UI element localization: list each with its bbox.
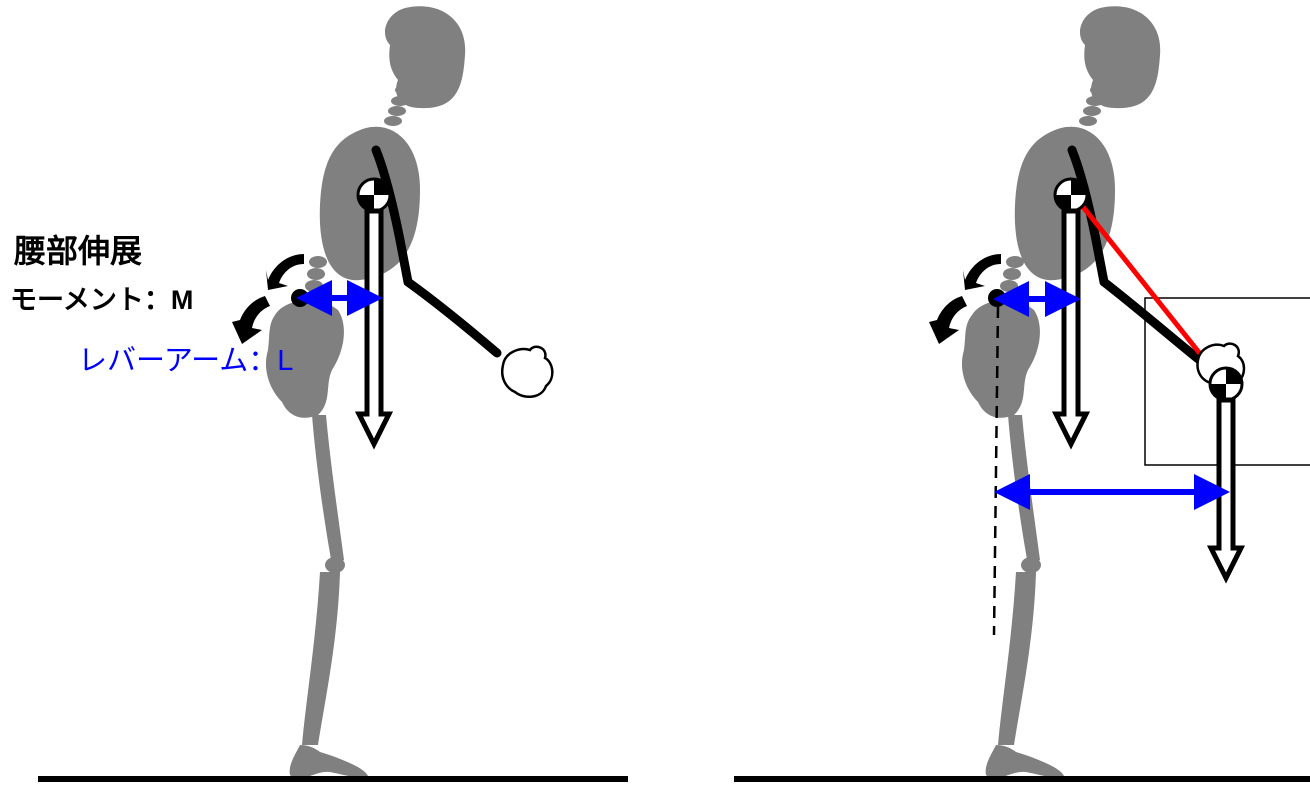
- tibia-left: [302, 572, 340, 745]
- knee-left: [325, 557, 345, 573]
- lumbar-spine-left: [305, 256, 327, 292]
- lumbar-joint-left: [291, 289, 309, 307]
- figure-left: [38, 6, 628, 779]
- foot-left: [290, 745, 368, 778]
- lumbar-extension-title: 腰部伸展: [14, 235, 142, 267]
- hand-left: [502, 347, 552, 397]
- pelvis-right: [962, 300, 1040, 417]
- figure-right: [734, 6, 1310, 779]
- center-of-mass-icon-right: [1055, 179, 1087, 211]
- lever-arm-label: レバーアーム：L: [78, 347, 293, 376]
- knee-right: [1021, 557, 1041, 573]
- lumbar-joint-right: [988, 289, 1006, 307]
- femur-left: [312, 415, 344, 565]
- moment-label: モーメント：M: [10, 287, 193, 314]
- foot-right: [986, 745, 1064, 778]
- center-of-mass-icon-left: [358, 179, 390, 211]
- lumbar-spine-right: [1000, 256, 1024, 292]
- tibia-right: [998, 572, 1036, 745]
- load-center-of-mass-icon: [1210, 368, 1242, 400]
